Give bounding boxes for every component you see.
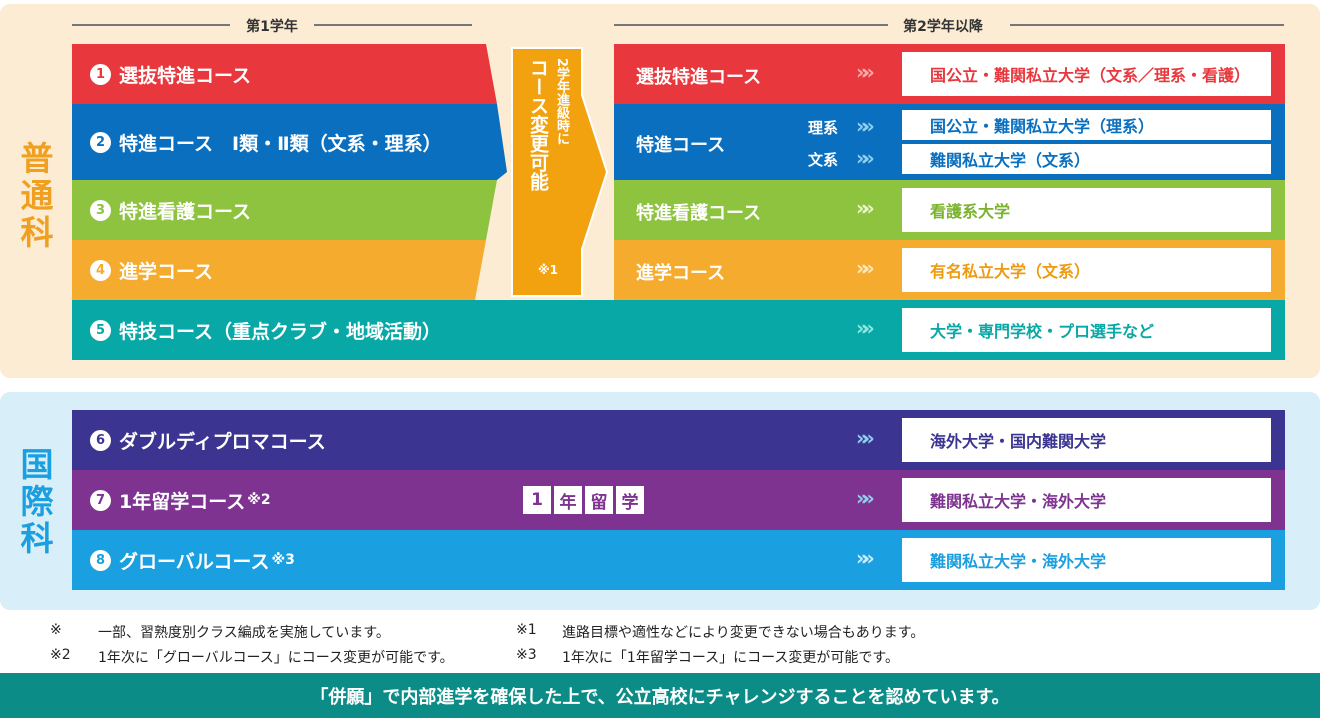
- arrow-course-4: [72, 240, 486, 300]
- course-3-num: 3: [90, 199, 111, 221]
- branch-rikei: 理系: [808, 119, 839, 137]
- course-6-name: ダブルディプロマコース: [119, 430, 326, 453]
- dest-course-4: 有名私立大学（文系）: [902, 248, 1271, 292]
- note-text: 1年次に「グローバルコース」にコース変更が可能です。: [98, 650, 454, 666]
- course-5-name: 特技コース（重点クラブ・地域活動）: [119, 320, 442, 343]
- chevron-icon: »»: [856, 486, 875, 510]
- year2-course-4: 進学コース: [636, 263, 726, 284]
- ryugaku-badge: 1 年 留 学: [523, 486, 644, 514]
- badge-char: 年: [554, 486, 582, 514]
- course-8-name: グローバルコース: [119, 550, 270, 573]
- course-3-row: 3 特進看護コース: [90, 180, 251, 240]
- dest-course-6: 海外大学・国内難関大学: [902, 418, 1271, 462]
- course-8-note: ※3: [271, 552, 295, 568]
- course-2-row: 2 特進コース Ⅰ類・Ⅱ類（文系・理系）: [90, 104, 442, 180]
- kokusai-title: 国際科: [20, 445, 54, 558]
- branch-bunkei: 文系: [808, 151, 839, 169]
- dest-course-3: 看護系大学: [902, 188, 1271, 232]
- year2-line-right: [1010, 24, 1284, 26]
- note-mark: ※1: [516, 622, 537, 638]
- year2-header: 第2学年以降: [903, 19, 983, 35]
- chevron-icon: »»: [856, 316, 875, 340]
- note-mark: ※: [50, 622, 62, 638]
- dest-course-7: 難関私立大学・海外大学: [902, 478, 1271, 522]
- chevron-icon: »»: [856, 546, 875, 570]
- futsuka-title: 普通科: [20, 139, 54, 252]
- change-box-text: 2学年進級時に コース変更可能: [520, 58, 576, 294]
- change-arrow: [511, 47, 609, 297]
- course-6-num: 6: [90, 429, 111, 451]
- note-mark: ※3: [516, 647, 537, 663]
- course-7-num: 7: [90, 489, 111, 511]
- course-4-num: 4: [90, 259, 111, 281]
- course-8-num: 8: [90, 549, 111, 571]
- dest-course-5: 大学・専門学校・プロ選手など: [902, 308, 1271, 352]
- dest-course-1: 国公立・難関私立大学（文系／理系・看護）: [902, 52, 1271, 96]
- course-7-name: 1年留学コース: [119, 490, 246, 513]
- footer-banner: 「併願」で内部進学を確保した上で、公立高校にチャレンジすることを認めています。: [0, 673, 1320, 718]
- course-1-row: 1 選抜特進コース: [90, 44, 251, 104]
- change-line2: コース変更可能: [527, 58, 549, 191]
- year2-course-1: 選抜特進コース: [636, 67, 762, 88]
- badge-char: 学: [616, 486, 644, 514]
- year1-line-right: [314, 24, 472, 26]
- course-3-name: 特進看護コース: [119, 200, 252, 223]
- chevron-icon: »»: [856, 196, 875, 220]
- course-1-num: 1: [90, 63, 111, 85]
- footer-text: 「併願」で内部進学を確保した上で、公立高校にチャレンジすることを認めています。: [310, 686, 1010, 708]
- badge-char: 1: [523, 486, 551, 514]
- course-7-note: ※2: [247, 492, 271, 508]
- chevron-icon: »»: [856, 60, 875, 84]
- dest-course-2-bunkei: 難関私立大学（文系）: [902, 144, 1271, 174]
- course-6-row: 6 ダブルディプロマコース: [90, 410, 326, 470]
- arrow-course-1: [72, 44, 497, 104]
- year2-line-left: [614, 24, 888, 26]
- year1-header: 第1学年: [246, 19, 298, 35]
- chevron-icon: »»: [856, 146, 875, 170]
- course-4-name: 進学コース: [119, 260, 214, 283]
- arrow-course-2: [72, 104, 507, 180]
- course-5-row: 5 特技コース（重点クラブ・地域活動）: [90, 300, 441, 360]
- note-text: 進路目標や適性などにより変更できない場合もあります。: [562, 625, 925, 641]
- course-7-row: 7 1年留学コース ※2: [90, 470, 271, 530]
- course-2-num: 2: [90, 131, 111, 153]
- arrow-course-3: [72, 180, 497, 240]
- dest-course-2-rikei: 国公立・難関私立大学（理系）: [902, 110, 1271, 140]
- course-4-row: 4 進学コース: [90, 240, 213, 300]
- change-note: ※1: [537, 263, 558, 277]
- chevron-icon: »»: [856, 426, 875, 450]
- note-text: 1年次に「1年留学コース」にコース変更が可能です。: [562, 650, 900, 666]
- year2-course-3: 特進看護コース: [636, 203, 762, 224]
- course-8-row: 8 グローバルコース ※3: [90, 530, 295, 590]
- dest-course-8: 難関私立大学・海外大学: [902, 538, 1271, 582]
- change-line1: 2学年進級時に: [554, 58, 569, 146]
- chevron-icon: »»: [856, 114, 875, 138]
- year2-course-2: 特進コース: [636, 135, 726, 156]
- course-5-num: 5: [90, 319, 111, 341]
- note-text: 一部、習熟度別クラス編成を実施しています。: [98, 625, 390, 641]
- year1-line-left: [72, 24, 230, 26]
- course-1-name: 選抜特進コース: [119, 64, 252, 87]
- course-2-name: 特進コース Ⅰ類・Ⅱ類（文系・理系）: [119, 132, 442, 155]
- note-mark: ※2: [50, 647, 71, 663]
- badge-char: 留: [585, 486, 613, 514]
- chevron-icon: »»: [856, 256, 875, 280]
